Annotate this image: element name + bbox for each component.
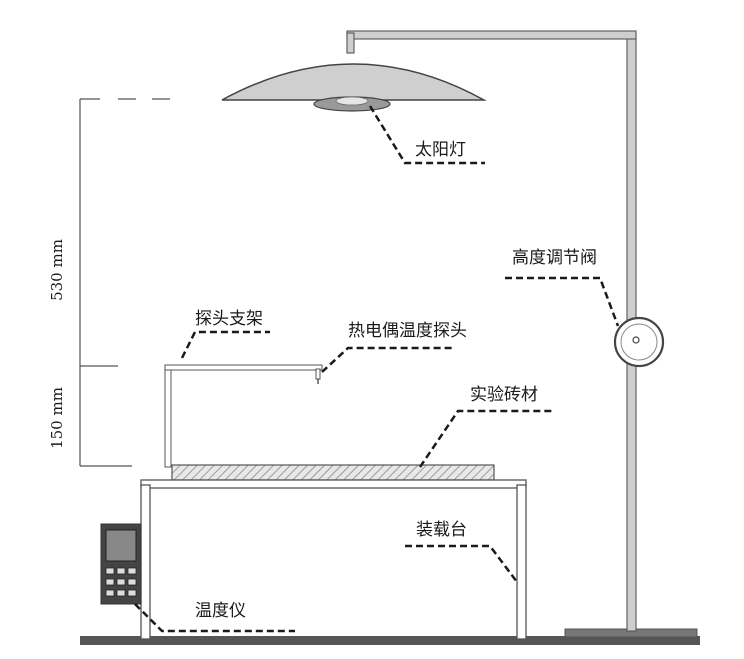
probe-bracket — [164, 364, 323, 468]
thermometer-screen — [105, 529, 137, 562]
leader-test-brick — [418, 409, 555, 468]
label-loading-platform: 装载台 — [416, 520, 467, 540]
lamp-hanger-rod — [346, 32, 355, 54]
thermocouple-probe — [315, 368, 321, 384]
ground-base — [80, 636, 700, 645]
leader-sun-lamp — [368, 105, 485, 165]
thermometer-keypad[interactable] — [105, 567, 137, 597]
dimension-lines — [79, 98, 170, 467]
dimension-label-530: 530 mm — [48, 239, 66, 301]
leader-lines — [134, 105, 620, 633]
sun-lamp — [221, 63, 487, 112]
leader-probe-bracket — [180, 330, 270, 359]
label-thermocouple-probe: 热电偶温度探头 — [348, 321, 467, 341]
loading-platform — [140, 479, 527, 640]
label-sun-lamp: 太阳灯 — [415, 140, 466, 160]
leader-height-valve — [505, 276, 620, 327]
label-height-valve: 高度调节阀 — [512, 248, 597, 268]
label-test-brick: 实验砖材 — [470, 385, 538, 405]
leader-loading-platform — [405, 544, 518, 583]
test-brick — [171, 464, 495, 481]
stand-horizontal-arm — [346, 30, 637, 40]
height-valve[interactable] — [613, 316, 665, 368]
leader-thermocouple-probe — [321, 346, 455, 373]
leader-thermometer — [134, 603, 295, 633]
dimension-label-150: 150 mm — [48, 387, 66, 449]
label-probe-bracket: 探头支架 — [195, 309, 263, 329]
thermometer-device[interactable] — [100, 523, 142, 605]
label-thermometer: 温度仪 — [195, 601, 246, 621]
